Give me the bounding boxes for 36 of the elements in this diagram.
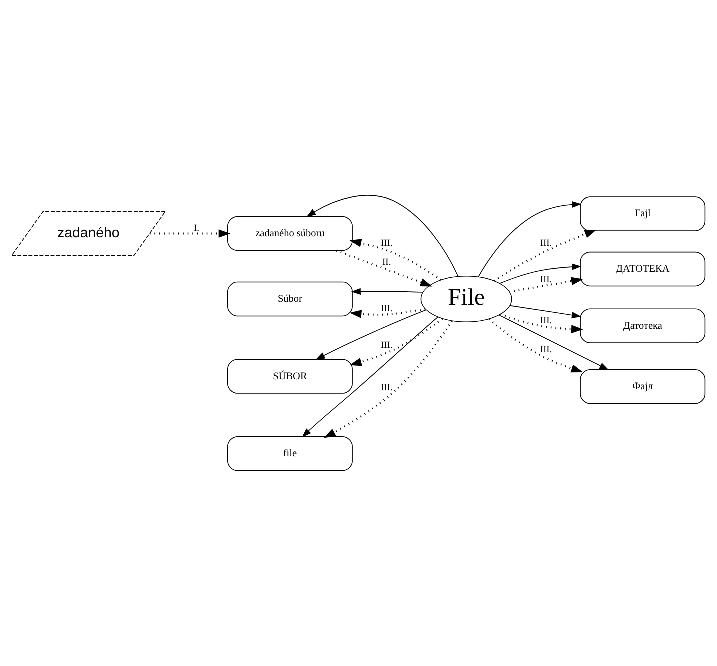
arrow <box>478 201 582 278</box>
node-box: Súbor <box>228 282 353 317</box>
edge-label: III. <box>380 340 393 351</box>
edge-label: I. <box>194 224 200 234</box>
node-box: Фајл <box>580 369 706 404</box>
node-box: file <box>228 436 353 472</box>
arrow <box>150 230 231 238</box>
edge-label: III. <box>380 304 393 315</box>
arrow <box>509 277 584 293</box>
node-box: zadaného súboru <box>228 216 353 252</box>
arrow <box>306 195 459 278</box>
edge-label: III. <box>540 275 552 286</box>
arrow <box>350 239 442 281</box>
arrow <box>336 250 432 287</box>
arrow <box>350 318 444 366</box>
edge-label: III. <box>540 316 552 326</box>
edge-label: II. <box>382 258 392 268</box>
arrow <box>324 320 453 438</box>
node-box: SÚBOR <box>228 359 353 394</box>
arrow <box>302 316 438 438</box>
arrow <box>350 308 426 318</box>
node-box: Датотека <box>580 308 706 344</box>
arrow <box>351 288 424 295</box>
arrow <box>500 264 582 284</box>
edge-label: III. <box>540 239 552 250</box>
arrow <box>494 230 597 282</box>
edge-label: III. <box>380 239 393 250</box>
node-box: Fajl <box>580 196 706 232</box>
arrow <box>498 314 610 370</box>
edge-label: III. <box>540 346 552 356</box>
arrow <box>488 318 584 373</box>
node-box: ДАТОТЕКА <box>580 252 706 287</box>
arrow <box>500 313 584 334</box>
arrow <box>510 305 582 319</box>
arrow <box>316 310 427 360</box>
edge-label: III. <box>380 383 393 394</box>
